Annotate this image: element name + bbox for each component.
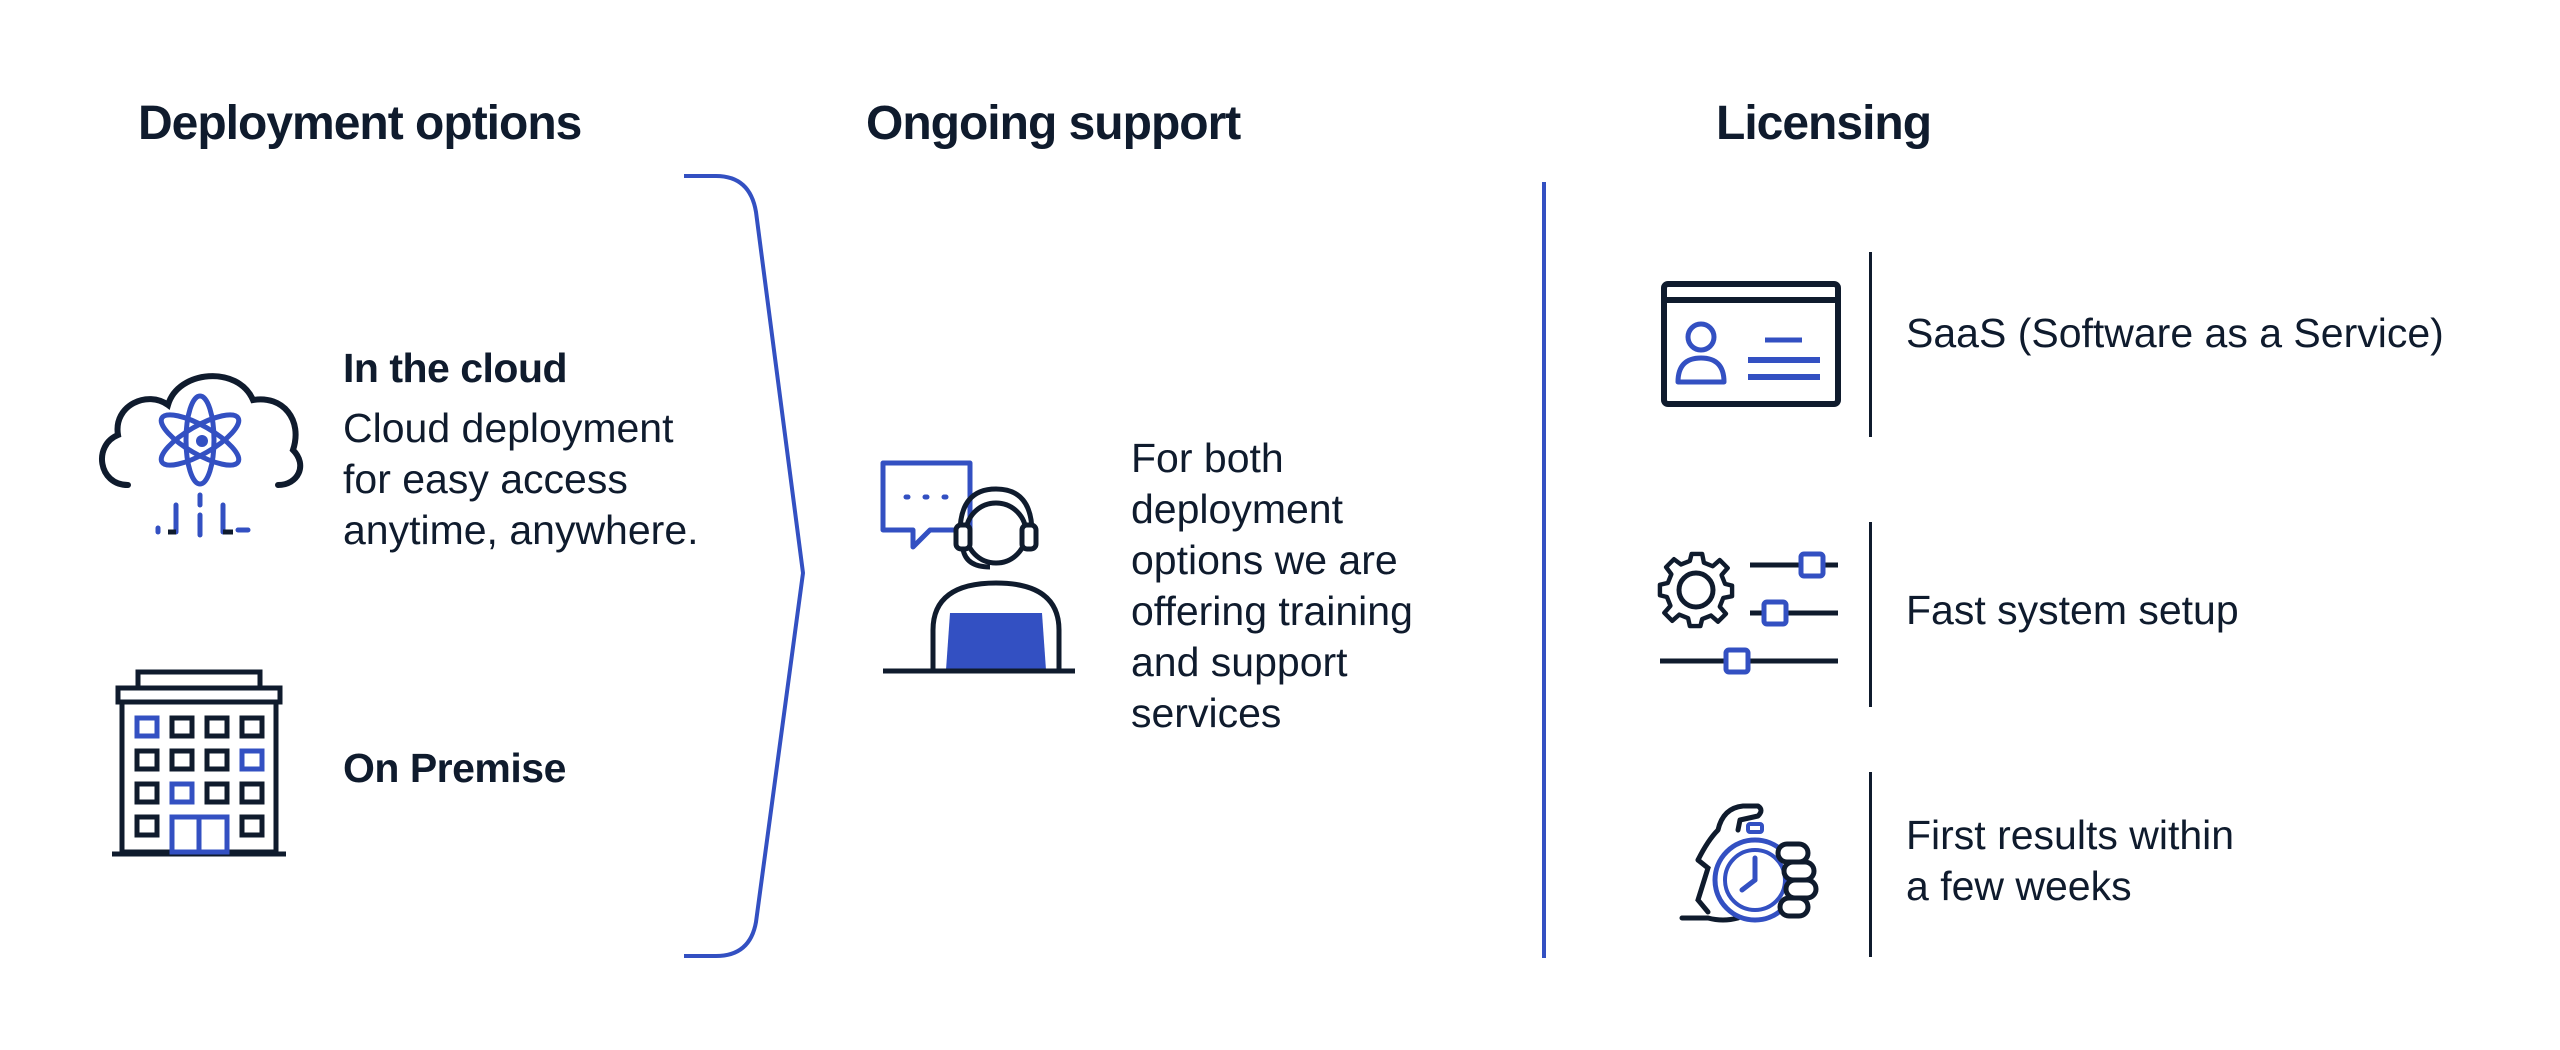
cloud-atom-icon <box>99 373 304 538</box>
settings-sliders-icon <box>1657 551 1838 675</box>
curly-brace-icon <box>684 174 805 958</box>
support-line-5: and support <box>1131 639 1348 685</box>
licensing-item-3-line-1: First results within <box>1906 812 2235 858</box>
cloud-line-1: Cloud deployment <box>343 405 674 451</box>
deployment-heading: Deployment options <box>138 97 582 150</box>
support-line-1: For both <box>1131 435 1284 481</box>
support-description: For both deployment options we are offer… <box>1131 433 1413 739</box>
licensing-item-3-line-2: a few weeks <box>1906 863 2132 909</box>
premise-title: On Premise <box>343 745 566 791</box>
licensing-item-2: Fast system setup <box>1906 585 2239 636</box>
id-card-icon <box>1661 281 1841 407</box>
licensing-item-1: SaaS (Software as a Service) <box>1906 308 2444 359</box>
cloud-description: Cloud deployment for easy access anytime… <box>343 403 699 556</box>
cloud-title: In the cloud <box>343 345 568 391</box>
licensing-heading: Licensing <box>1716 97 1932 150</box>
licensing-item-3: First results within a few weeks <box>1906 810 2234 912</box>
stopwatch-hand-icon <box>1679 803 1819 923</box>
licensing-separator-3 <box>1869 772 1872 957</box>
support-line-2: deployment <box>1131 486 1343 532</box>
support-agent-icon <box>880 460 1075 674</box>
licensing-separator-1 <box>1869 252 1872 437</box>
office-building-icon <box>112 669 286 857</box>
cloud-line-3: anytime, anywhere. <box>343 507 699 553</box>
column-divider <box>1542 182 1546 958</box>
support-line-6: services <box>1131 690 1282 736</box>
support-line-3: options we are <box>1131 537 1398 583</box>
support-heading: Ongoing support <box>866 97 1241 150</box>
licensing-item-2-line-1: Fast system setup <box>1906 587 2239 633</box>
licensing-separator-2 <box>1869 522 1872 707</box>
cloud-line-2: for easy access <box>343 456 628 502</box>
licensing-item-1-line-1: SaaS (Software as a Service) <box>1906 310 2444 356</box>
support-line-4: offering training <box>1131 588 1413 634</box>
